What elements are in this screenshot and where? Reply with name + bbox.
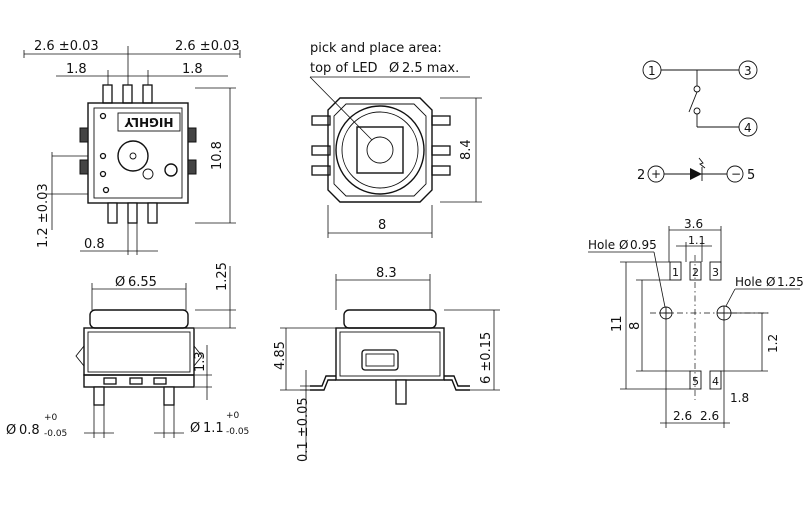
side-dim-width: 8.3 bbox=[376, 266, 397, 281]
led-note-line2: top of LED bbox=[310, 61, 378, 76]
pad-label-top-1: 1 bbox=[672, 266, 679, 279]
led-dim-width: 8 bbox=[378, 218, 386, 233]
side-dim-body-height: 6 ±0.15 bbox=[479, 332, 494, 384]
dim-inner-left: 1.8 bbox=[66, 62, 87, 77]
side-dim-total-height: 4.85 bbox=[273, 341, 288, 370]
pad-label-top-2: 2 bbox=[692, 266, 699, 279]
fp-hole-right-value: 1.25 bbox=[777, 275, 804, 289]
diameter-symbol-cap: Ø bbox=[115, 275, 125, 290]
diameter-symbol-hole-left: Ø bbox=[619, 238, 628, 252]
fp-hole-left-value: 0.95 bbox=[630, 238, 657, 252]
fp-dim-bottom-right: 2.6 bbox=[700, 409, 719, 423]
footprint: 3.6 1.1 1 2 3 5 4 Hole Ø 0.95 Hole bbox=[588, 217, 804, 428]
fp-dim-side: 1.2 bbox=[766, 334, 780, 353]
dim-pin2-tol-minus: -0.05 bbox=[226, 427, 249, 437]
led-note-line1: pick and place area: bbox=[310, 41, 442, 56]
dim-body-height: 1.3 bbox=[193, 351, 208, 372]
pin1-label: 1 bbox=[648, 64, 656, 78]
brand-label: HIGHLY bbox=[124, 115, 173, 129]
pad-label-top-3: 3 bbox=[712, 266, 719, 279]
dim-height: 10.8 bbox=[210, 141, 225, 170]
fp-dim-height-inner: 8 bbox=[628, 322, 643, 330]
fp-hole-right-label: Hole bbox=[735, 275, 762, 289]
dim-pin2-diameter: 1.1 bbox=[203, 421, 224, 436]
diameter-symbol-pin: Ø bbox=[6, 423, 16, 438]
dim-cap-diameter: 6.55 bbox=[128, 275, 157, 290]
dim-inner-right: 1.8 bbox=[182, 62, 203, 77]
dim-pin-diameter: 0.8 bbox=[19, 423, 40, 438]
led-view: pick and place area: top of LED Ø 2.5 ma… bbox=[309, 41, 482, 238]
fp-dim-pad: 1.8 bbox=[730, 391, 749, 405]
side-view-left: Ø 6.55 1.25 1.3 Ø 0.8 +0 -0.05 bbox=[6, 262, 249, 439]
diameter-symbol: Ø bbox=[389, 61, 399, 76]
dim-pin-tol-minus: -0.05 bbox=[44, 429, 67, 439]
fp-dim-bottom-left: 2.6 bbox=[673, 409, 692, 423]
pin3-label: 3 bbox=[744, 64, 752, 78]
diameter-symbol-pin2: Ø bbox=[190, 421, 200, 436]
dim-offset: 1.2 ±0.03 bbox=[36, 183, 51, 248]
fp-dim-span: 3.6 bbox=[684, 217, 703, 231]
pin4-label: 4 bbox=[744, 121, 752, 135]
side-dim-standoff: 0.1 ±0.05 bbox=[296, 397, 311, 462]
dim-pitch-left: 2.6 ±0.03 bbox=[34, 39, 99, 54]
dim-pin-width: 0.8 bbox=[84, 237, 105, 252]
pad-label-bottom-5: 5 bbox=[692, 375, 699, 388]
fp-dim-height-outer: 11 bbox=[610, 315, 625, 332]
fp-hole-left-label: Hole bbox=[588, 238, 615, 252]
side-view-right: 8.3 4.85 6 ±0.15 0.1 ±0.05 bbox=[273, 266, 500, 462]
led-plus-sign: + bbox=[651, 167, 661, 181]
fp-dim-pitch: 1.1 bbox=[688, 234, 706, 247]
led-anode-label: 2 bbox=[637, 168, 645, 183]
dim-pin-tol-plus: +0 bbox=[44, 413, 58, 423]
led-minus-sign: − bbox=[731, 167, 741, 181]
pad-label-bottom-4: 4 bbox=[712, 375, 719, 388]
dim-pitch-right: 2.6 ±0.03 bbox=[175, 39, 240, 54]
led-dim-height: 8.4 bbox=[459, 139, 474, 160]
schematic: 1 3 4 2 + − 5 bbox=[637, 60, 758, 183]
top-view: 2.6 ±0.03 2.6 ±0.03 1.8 1.8 HIGHLY bbox=[23, 39, 241, 255]
dim-cap-height: 1.25 bbox=[215, 262, 230, 291]
dim-pin2-tol-plus: +0 bbox=[226, 411, 240, 421]
diameter-symbol-hole-right: Ø bbox=[766, 275, 775, 289]
led-cathode-label: 5 bbox=[747, 168, 755, 183]
led-note-value: 2.5 max. bbox=[402, 61, 459, 76]
